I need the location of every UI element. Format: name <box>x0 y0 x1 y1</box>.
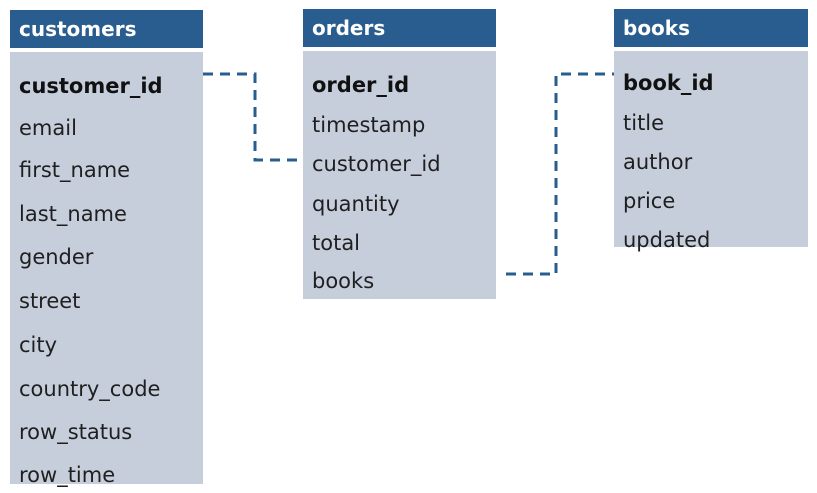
orders-field-quantity: quantity <box>312 192 400 216</box>
books-table-body: book_id title author price updated <box>614 51 808 252</box>
customers-field-first-name: first_name <box>19 158 131 182</box>
orders-field-customer-id: customer_id <box>312 152 441 176</box>
books-field-author: author <box>623 150 693 174</box>
orders-table-body: order_id timestamp customer_id quantity … <box>303 51 496 299</box>
books-field-title: title <box>623 111 665 135</box>
customers-primary-key: customer_id <box>19 74 163 98</box>
customers-field-street: street <box>19 289 81 313</box>
link-orders-to-books <box>506 72 614 276</box>
orders-table-header: orders <box>303 9 496 47</box>
books-primary-key: book_id <box>623 71 714 95</box>
customers-table-body: customer_id email first_name last_name g… <box>10 52 203 487</box>
orders-field-timestamp: timestamp <box>312 113 426 137</box>
orders-field-books: books <box>312 269 375 293</box>
books-table: books book_id title author price updated <box>614 9 808 252</box>
books-field-updated: updated <box>623 228 711 252</box>
customers-table: customers customer_id email first_name l… <box>10 10 203 487</box>
orders-primary-key: order_id <box>312 73 410 97</box>
customers-field-email: email <box>19 116 77 140</box>
books-field-price: price <box>623 189 676 213</box>
customers-field-row-status: row_status <box>19 420 133 444</box>
orders-table: orders order_id timestamp customer_id qu… <box>303 9 496 299</box>
books-table-header: books <box>614 9 808 47</box>
customers-table-header: customers <box>10 10 203 48</box>
orders-field-total: total <box>312 231 361 255</box>
customers-field-gender: gender <box>19 245 94 269</box>
customers-field-row-time: row_time <box>19 463 116 487</box>
customers-field-last-name: last_name <box>19 202 127 226</box>
customers-field-country-code: country_code <box>19 377 161 401</box>
link-customers-to-orders <box>203 72 303 162</box>
customers-field-city: city <box>19 333 58 357</box>
